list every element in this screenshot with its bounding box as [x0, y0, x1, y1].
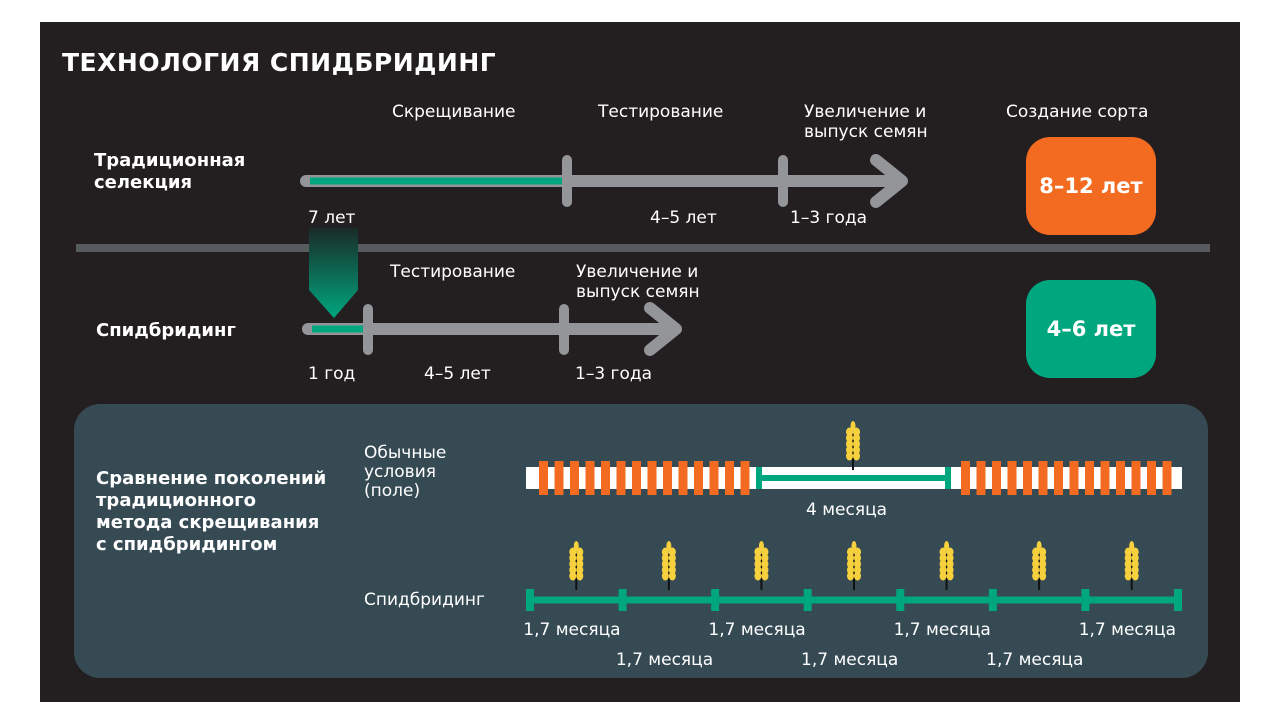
infographic-panel: ТЕХНОЛОГИЯ СПИДБРИДИНГ Скрещивание Тести…: [40, 22, 1240, 702]
normal-crossing-block: [539, 461, 548, 495]
normal-crossing-block: [570, 461, 579, 495]
wheat-icon: [846, 421, 860, 470]
normal-crossing-block: [616, 461, 626, 495]
speed-duration-year: 1 год: [308, 364, 356, 384]
speed-label: Спидбридинг: [96, 320, 236, 341]
speed-arrow-head: [644, 302, 682, 356]
normal-crossing-block: [725, 461, 734, 495]
normal-crossing-block: [1023, 461, 1032, 495]
speed-generation-duration: 1,7 месяца: [523, 620, 621, 640]
normal-crossing-block: [709, 461, 719, 495]
normal-crossing-block: [1131, 461, 1141, 495]
normal-crossing-block: [740, 461, 750, 495]
normal-crossing-block: [601, 461, 610, 495]
wheat-icon: [1124, 541, 1139, 590]
traditional-duration-crossing: 7 лет: [308, 208, 356, 228]
normal-crossing-block: [678, 461, 688, 495]
normal-crossing-block: [647, 461, 657, 495]
traditional-duration-testing: 4–5 лет: [650, 208, 717, 228]
speed-duration-testing: 4–5 лет: [424, 364, 491, 384]
stage-crossing-label: Скрещивание: [392, 102, 516, 122]
normal-crossing-block: [632, 461, 641, 495]
wheat-icon: [847, 541, 861, 590]
speed-generation-duration: 1,7 месяца: [986, 650, 1084, 670]
normal-crossing-block: [961, 461, 970, 495]
normal-generation-tick: [945, 467, 951, 489]
normal-crossing-block: [1007, 461, 1017, 495]
normal-crossing-block: [554, 461, 564, 495]
speed-generation-duration: 1,7 месяца: [615, 650, 714, 670]
normal-generation-duration: 4 месяца: [806, 500, 888, 520]
section-divider: [76, 244, 1210, 252]
normal-crossing-block: [1100, 461, 1110, 495]
speed-generation-duration: 1,7 месяца: [801, 650, 899, 670]
wheat-icon: [661, 541, 676, 590]
speed-result-badge: 4–6 лет: [1026, 280, 1156, 378]
speed-stage-seeds-label: Увеличение и выпуск семян: [576, 262, 700, 302]
speed-stage-testing-label: Тестирование: [390, 262, 516, 282]
speed-generation-tick: [803, 589, 812, 611]
speed-generation-tick: [526, 589, 534, 611]
traditional-arrow-head: [870, 154, 908, 208]
wheat-icon: [1032, 541, 1047, 590]
speed-duration-seeds: 1–3 года: [575, 364, 653, 384]
speed-generation-duration: 1,7 месяца: [893, 620, 991, 640]
result-header: Создание сорта: [1006, 102, 1149, 122]
pointer-shape: [309, 228, 358, 318]
normal-crossing-block: [1054, 461, 1063, 495]
wheat-icon: [939, 541, 954, 590]
speed-generation-duration: 1,7 месяца: [1078, 620, 1176, 640]
traditional-label: Традиционная селекция: [94, 150, 246, 193]
comparison-panel: [74, 404, 1208, 678]
traditional-duration-seeds: 1–3 года: [790, 208, 868, 228]
normal-crossing-block: [1085, 461, 1094, 495]
speed-generation-tick: [988, 589, 997, 611]
speed-timeline: [302, 302, 682, 356]
speed-generation-tick: [1174, 589, 1182, 611]
normal-crossing-block: [585, 461, 595, 495]
speed-generation-tick: [896, 589, 905, 611]
normal-crossing-block: [992, 461, 1001, 495]
speed-comparison-label: Спидбридинг: [364, 590, 485, 610]
normal-crossing-block: [694, 461, 703, 495]
speed-generation-tick: [618, 589, 627, 611]
normal-crossing-block: [663, 461, 672, 495]
wheat-icon: [754, 541, 769, 590]
wheat-icon: [569, 541, 584, 590]
normal-crossing-block: [1116, 461, 1125, 495]
stage-seeds-label: Увеличение и выпуск семян: [804, 102, 928, 142]
speed-generation-duration: 1,7 месяца: [708, 620, 806, 640]
speed-generation-tick: [1081, 589, 1090, 611]
normal-generation-tick: [756, 467, 762, 489]
comparison-graphic: [526, 421, 1182, 611]
normal-crossing-block: [1038, 461, 1048, 495]
normal-crossing-block: [1069, 461, 1079, 495]
traditional-result-badge: 8–12 лет: [1026, 137, 1156, 235]
normal-crossing-block: [1162, 461, 1172, 495]
traditional-timeline: [300, 154, 908, 208]
normal-crossing-block: [1147, 461, 1156, 495]
speed-generation-tick: [711, 589, 720, 611]
normal-crossing-block: [976, 461, 986, 495]
page-title: ТЕХНОЛОГИЯ СПИДБРИДИНГ: [62, 48, 497, 77]
normal-conditions-label: Обычные условия (поле): [364, 443, 447, 501]
stage-testing-label: Тестирование: [598, 102, 724, 122]
comparison-heading: Сравнение поколений традиционного метода…: [96, 468, 327, 555]
speed-pointer-arrow: [309, 228, 358, 318]
